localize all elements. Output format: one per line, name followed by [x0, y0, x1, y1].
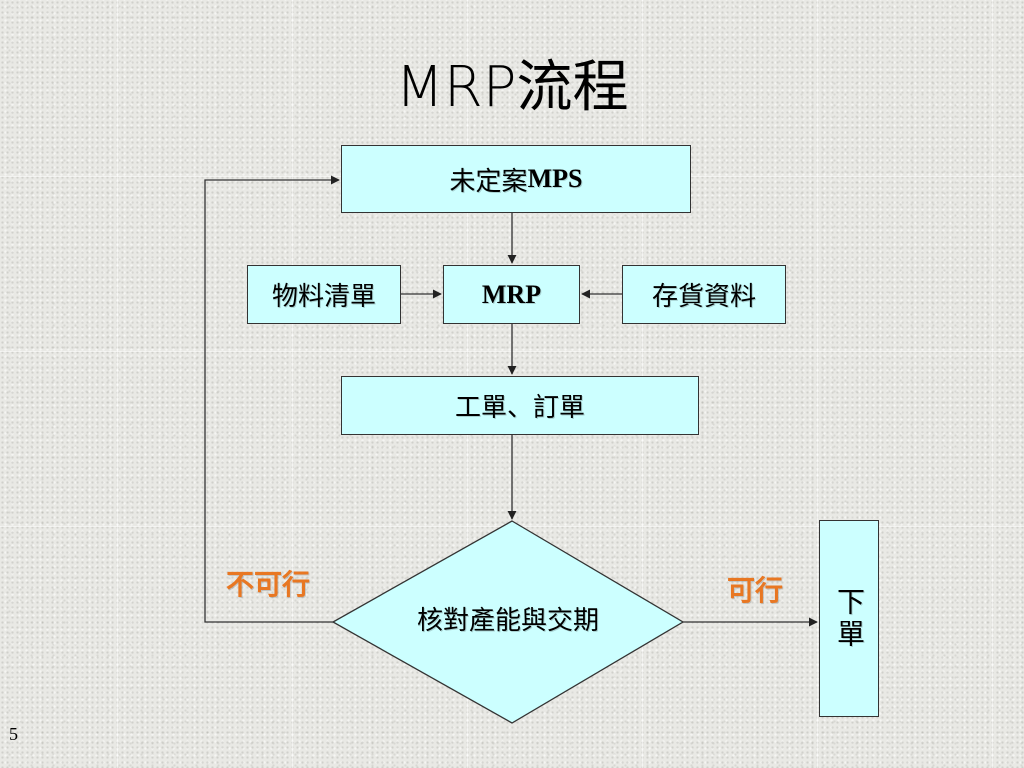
node-place-order-label: 下單	[833, 586, 866, 651]
node-place-order: 下單	[819, 520, 879, 717]
node-check-capacity-delivery: 核對產能與交期	[416, 606, 599, 636]
node-bill-of-materials: 物料清單	[247, 265, 401, 324]
node-tentative-mps-suffix: MPS	[527, 164, 583, 193]
decision-diamond	[331, 520, 685, 724]
node-inventory-data: 存貨資料	[622, 265, 786, 324]
background-grid-line	[117, 0, 118, 768]
node-tentative-mps-prefix: 未定案	[449, 166, 528, 197]
edge-label-not-feasible: 不可行	[226, 568, 311, 601]
background-grid-line	[292, 0, 293, 768]
edge-label-feasible: 可行	[727, 574, 784, 607]
background-grid-line	[992, 0, 993, 768]
page-number: 5	[9, 724, 18, 744]
slide-title: MRP流程	[395, 55, 629, 120]
node-mrp: MRP	[443, 265, 580, 324]
arrow-feedback-to-mps	[204, 175, 340, 623]
background-grid-line	[817, 0, 818, 768]
node-work-purchase-orders: 工單、訂單	[341, 376, 699, 435]
